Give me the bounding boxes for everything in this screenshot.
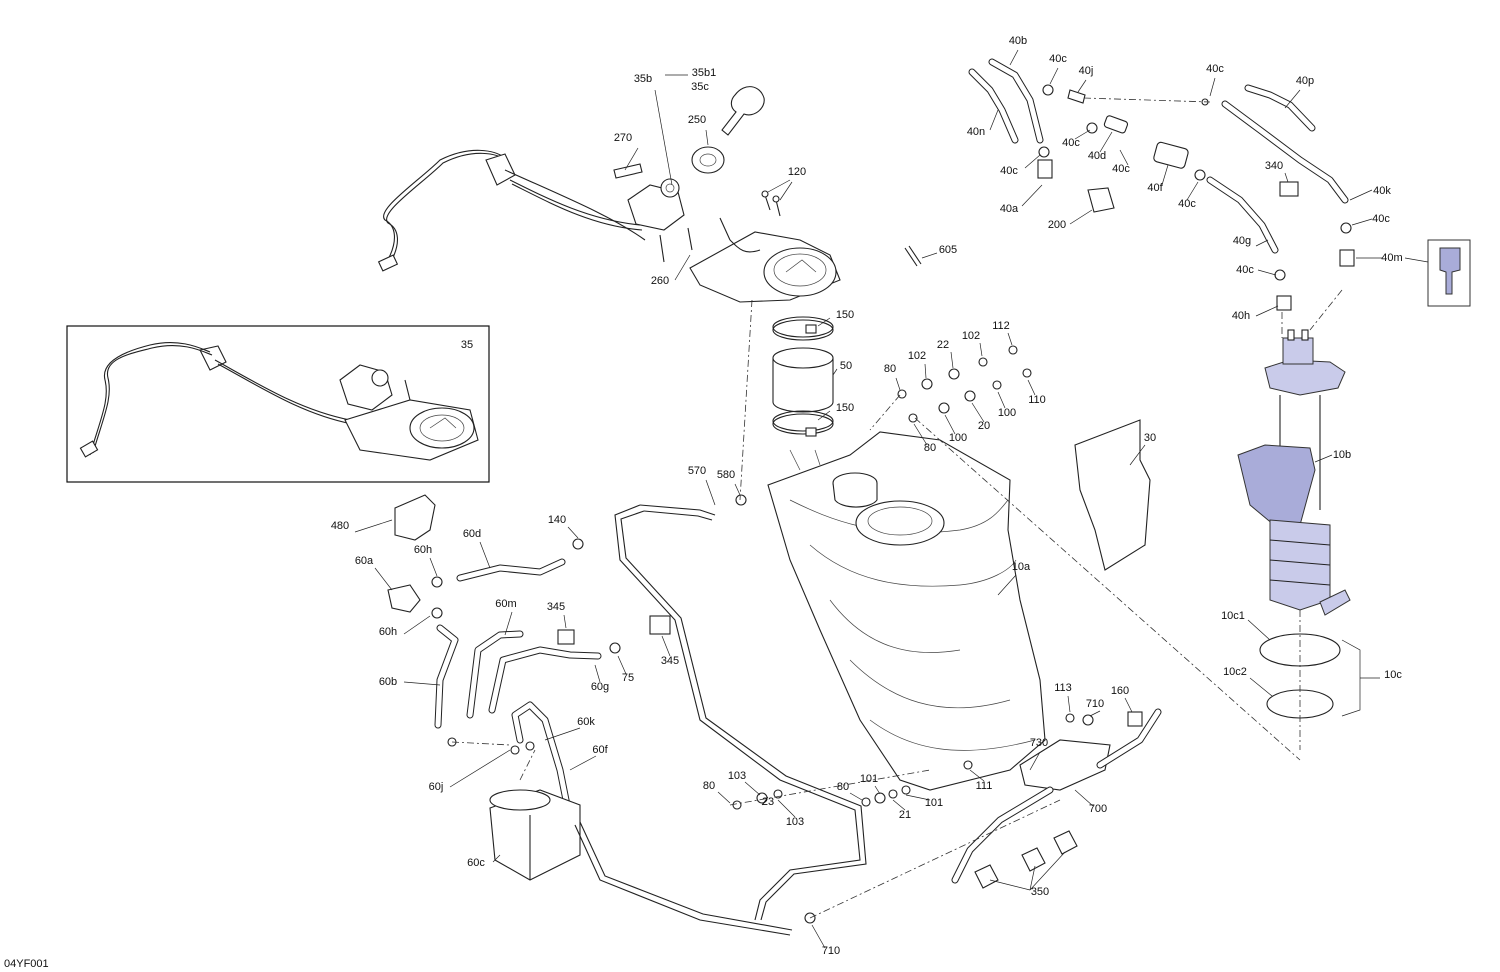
callout-340: 340 [1265, 160, 1283, 172]
callout-100a: 100 [998, 407, 1016, 419]
callout-103b: 103 [786, 816, 804, 828]
fuel-lines [968, 58, 1471, 311]
hardware [431, 84, 1352, 924]
callout-60a: 60a [355, 555, 374, 567]
callout-40c_a: 40c [1049, 53, 1067, 65]
callout-60d: 60d [463, 528, 481, 540]
callout-21: 21 [899, 809, 911, 821]
evap-lines [387, 494, 867, 936]
filler-neck-clamps [772, 316, 834, 437]
callout-60g: 60g [591, 681, 609, 693]
callout-40c_f: 40c [1178, 198, 1196, 210]
callout-40b: 40b [1009, 35, 1027, 47]
callout-60k: 60k [577, 716, 595, 728]
callout-110: 110 [1028, 394, 1046, 406]
callout-345b: 345 [661, 655, 679, 667]
callout-40a: 40a [1000, 203, 1019, 215]
assembly-lines [451, 97, 1343, 919]
callout-40n: 40n [967, 126, 985, 138]
callout-580: 580 [717, 469, 735, 481]
callout-40c_g: 40c [1372, 213, 1390, 225]
callout-101a: 101 [860, 773, 878, 785]
callout-150a: 150 [836, 309, 854, 321]
callout-103a: 103 [728, 770, 746, 782]
callout-730: 730 [1030, 737, 1048, 749]
callout-140: 140 [548, 514, 566, 526]
callout-700: 700 [1089, 803, 1107, 815]
callout-22: 22 [937, 339, 949, 351]
callout-200: 200 [1048, 219, 1066, 231]
callout-40h: 40h [1232, 310, 1250, 322]
callout-40f: 40f [1147, 182, 1163, 194]
callout-260: 260 [651, 275, 669, 287]
callout-60j: 60j [429, 781, 444, 793]
callout-40j: 40j [1079, 65, 1094, 77]
callout-60m: 60m [495, 598, 516, 610]
callout-23: 23 [762, 796, 774, 808]
callout-150b: 150 [836, 402, 854, 414]
callout-40c_c: 40c [1062, 137, 1080, 149]
callout-345a: 345 [547, 601, 565, 613]
callout-350: 350 [1031, 886, 1049, 898]
callout-40d: 40d [1088, 150, 1106, 162]
callout-40c_h: 40c [1236, 264, 1254, 276]
callout-60c: 60c [467, 857, 485, 869]
callout-80c: 80 [703, 780, 715, 792]
callout-112: 112 [992, 320, 1010, 332]
callout-35b: 35b [634, 73, 652, 85]
callout-40c_b: 40c [1206, 63, 1224, 75]
callout-60b: 60b [379, 676, 397, 688]
lock-rings [1259, 633, 1380, 719]
callout-40c_e: 40c [1112, 163, 1130, 175]
leader-lines [354, 49, 1429, 949]
callout-20: 20 [978, 420, 990, 432]
callout-120: 120 [788, 166, 806, 178]
callout-250: 250 [688, 114, 706, 126]
fuel-pump-module [1237, 329, 1351, 616]
callout-710b: 710 [822, 945, 840, 957]
callout-710a: 710 [1086, 698, 1104, 710]
callout-40g: 40g [1233, 235, 1251, 247]
callout-75: 75 [622, 672, 634, 684]
callout-80d: 80 [837, 781, 849, 793]
callout-40m: 40m [1381, 252, 1402, 264]
callout-101b: 101 [925, 797, 943, 809]
ignition-switch-group [377, 86, 922, 303]
vent-valve [951, 708, 1162, 889]
callout-35c: 35c [691, 81, 709, 93]
callout-40c_d: 40c [1000, 165, 1018, 177]
callout-605: 605 [939, 244, 957, 256]
callout-35b1: 35b1 [692, 67, 716, 79]
callout-80a: 80 [884, 363, 896, 375]
callout-10c2: 10c2 [1223, 666, 1247, 678]
callout-40k: 40k [1373, 185, 1391, 197]
callout-102a: 102 [908, 350, 926, 362]
fuel-tank [767, 431, 1046, 791]
callout-60h_b: 60h [379, 626, 397, 638]
callout-100b: 100 [949, 432, 967, 444]
callout-labels: 35b 35b1 35c 270 250 120 260 605 150 50 150 35 80 102… [331, 35, 1403, 957]
drawing-code: 04YF001 [4, 958, 49, 970]
callout-113: 113 [1054, 682, 1072, 694]
callout-570: 570 [688, 465, 706, 477]
callout-111: 111 [976, 780, 993, 792]
callout-270: 270 [614, 132, 632, 144]
inset-box-35 [66, 325, 490, 483]
callout-102b: 102 [962, 330, 980, 342]
callout-10c1: 10c1 [1221, 610, 1245, 622]
callout-40p: 40p [1296, 75, 1314, 87]
callout-60h_a: 60h [414, 544, 432, 556]
callout-10b: 10b [1333, 449, 1351, 461]
callout-10a: 10a [1012, 561, 1031, 573]
callout-10c: 10c [1384, 669, 1402, 681]
callout-80b: 80 [924, 442, 936, 454]
heat-shield [1074, 419, 1151, 571]
callout-160: 160 [1111, 685, 1129, 697]
callout-480: 480 [331, 520, 349, 532]
callout-30: 30 [1144, 432, 1156, 444]
callout-60f: 60f [592, 744, 608, 756]
callout-50: 50 [840, 360, 852, 372]
callout-35: 35 [461, 339, 473, 351]
